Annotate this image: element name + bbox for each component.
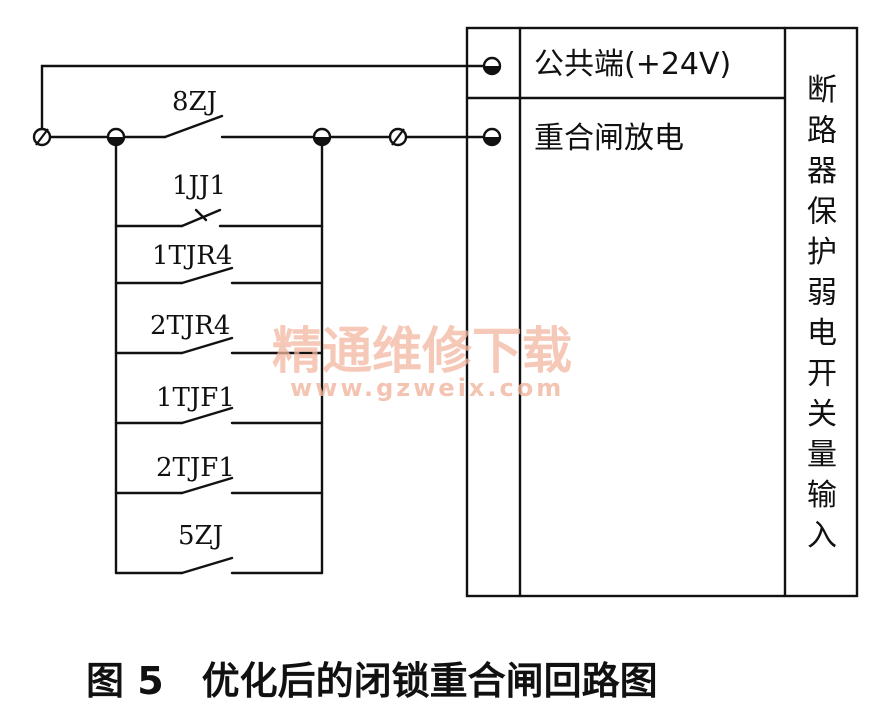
module-title-char: 路 [807, 114, 837, 149]
module-title-char: 弱 [807, 276, 837, 311]
module-title-char: 保 [807, 195, 837, 230]
watermark: 精通维修下载 www.gzweix.com [272, 322, 572, 402]
contact-label-1jj1: 1JJ1 [172, 171, 226, 201]
contact-1tjr4: 1TJR4 [114, 224, 324, 285]
switch-input-module: 公共端(+24V) 重合闸放电 断路器保护弱电开关量输入 [465, 26, 859, 598]
module-title-char: 断 [807, 73, 837, 108]
junction-left [106, 127, 126, 147]
module-title-char: 护 [807, 235, 837, 270]
module-title-char: 电 [807, 316, 837, 351]
terminal-label-reclose-discharge: 重合闸放电 [534, 121, 684, 156]
open-terminal-mid [388, 127, 408, 147]
watermark-url: www.gzweix.com [290, 374, 564, 402]
module-title-char: 量 [807, 438, 837, 473]
contact-8zj: 8ZJ [163, 87, 316, 139]
watermark-text: 精通维修下载 [272, 322, 572, 380]
common-wire [40, 64, 486, 134]
contact-5zj: 5ZJ [114, 521, 324, 575]
junction-right [312, 127, 332, 147]
contact-label-2tjr4: 2TJR4 [150, 311, 230, 341]
open-terminal-left [32, 127, 52, 147]
contact-label-5zj: 5ZJ [178, 521, 223, 551]
contact-1jj1: 1JJ1 [114, 171, 324, 228]
module-outline [465, 26, 859, 598]
module-title-char: 开 [807, 357, 837, 392]
terminal-common-marker [482, 56, 502, 76]
module-terminals [482, 56, 502, 147]
contact-label-2tjf1: 2TJF1 [156, 453, 235, 483]
terminal-label-common: 公共端(+24V) [534, 47, 731, 82]
module-title-char: 输 [807, 478, 837, 513]
module-title-char: 入 [807, 519, 837, 554]
contact-label-1tjf1: 1TJF1 [156, 383, 235, 413]
contact-1tjf1: 1TJF1 [114, 383, 324, 425]
contact-label-1tjr4: 1TJR4 [152, 241, 232, 271]
module-title-char: 器 [807, 154, 837, 189]
module-title-vertical: 断路器保护弱电开关量输入 [807, 73, 837, 554]
figure-caption: 图 5 优化后的闭锁重合闸回路图 [86, 659, 658, 703]
terminal-reclose-marker [482, 127, 502, 147]
module-title-char: 关 [807, 397, 837, 432]
contact-label-8zj: 8ZJ [172, 87, 217, 117]
contact-2tjf1: 2TJF1 [114, 453, 324, 495]
contact-2tjr4: 2TJR4 [114, 311, 324, 355]
wiring [40, 64, 486, 575]
